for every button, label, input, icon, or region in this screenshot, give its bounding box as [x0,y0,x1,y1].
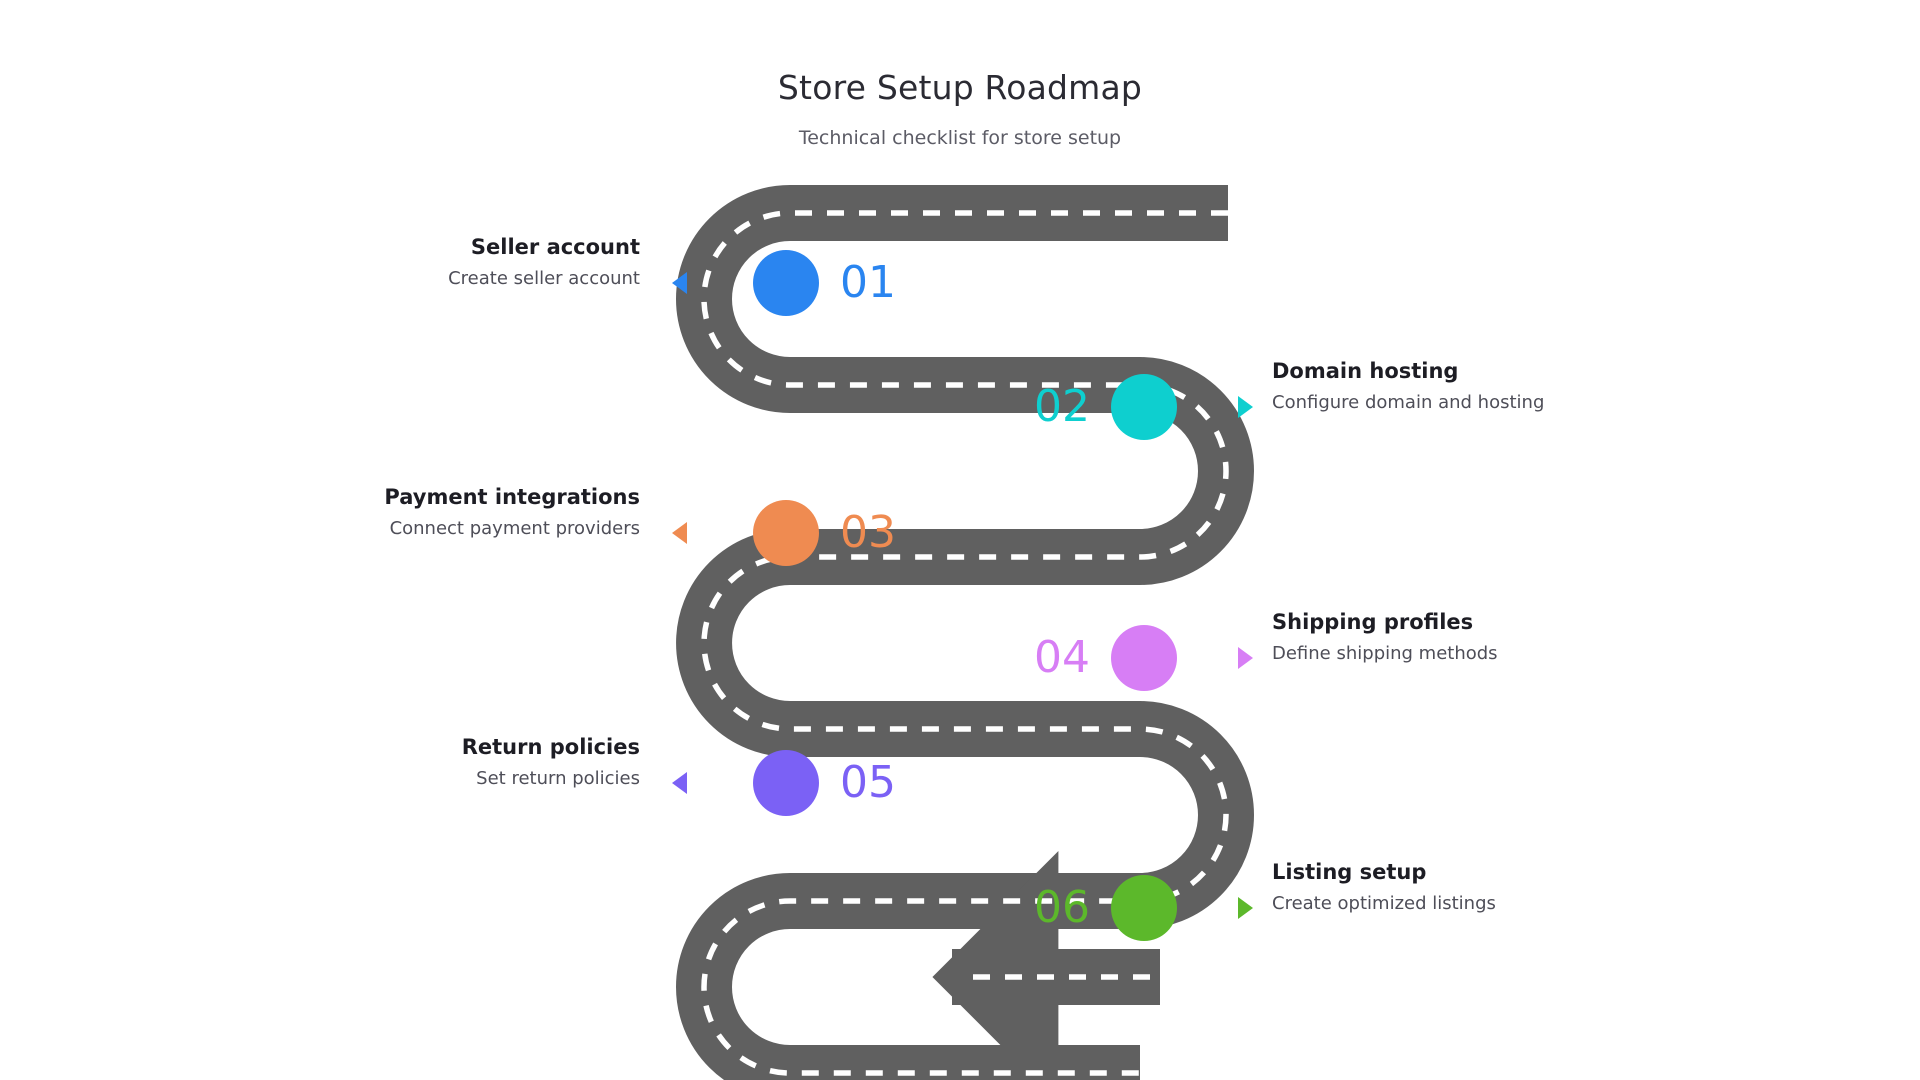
step-pointer-02 [1238,396,1253,418]
step-title-06: Listing setup [1272,860,1427,884]
step-pointer-03 [672,522,687,544]
step-pointer-01 [672,272,687,294]
step-pointer-04 [1238,647,1253,669]
step-title-01: Seller account [470,235,640,259]
chart-header: Store Setup Roadmap Technical checklist … [0,68,1920,150]
page-title: Store Setup Roadmap [777,68,1143,107]
step-title-03: Payment integrations [384,485,640,509]
step-description-04: Define shipping methods [1272,642,1498,664]
step-title-05: Return policies [461,735,640,759]
step-description-01: Create seller account [448,267,640,289]
step-description-06: Create optimized listings [1272,892,1496,914]
step-number-06: 06 [1034,882,1090,933]
step-number-05: 05 [840,757,896,808]
step-dot-02[interactable] [1111,374,1177,440]
step-title-02: Domain hosting [1272,359,1459,383]
step-title-04: Shipping profiles [1272,610,1474,634]
step-number-01: 01 [840,257,896,308]
step-dot-04[interactable] [1111,625,1177,691]
page-subtitle: Technical checklist for store setup [798,127,1122,150]
step-pointer-06 [1238,897,1253,919]
step-dot-03[interactable] [753,500,819,566]
step-dot-05[interactable] [753,750,819,816]
step-dot-06[interactable] [1111,875,1177,941]
step-dot-01[interactable] [753,250,819,316]
step-description-02: Configure domain and hosting [1272,391,1545,413]
step-number-03: 03 [840,507,896,558]
step-description-03: Connect payment providers [389,517,640,539]
step-number-02: 02 [1034,381,1090,432]
step-description-05: Set return policies [476,767,640,789]
step-pointer-05 [672,772,687,794]
step-number-04: 04 [1034,632,1090,683]
